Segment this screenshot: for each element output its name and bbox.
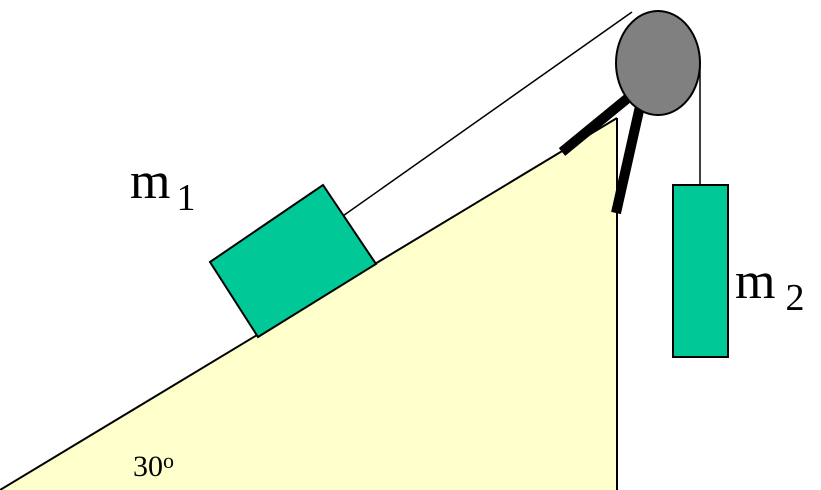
label-m1-subscript: 1 xyxy=(176,177,195,219)
angle-degree: o xyxy=(163,448,174,473)
angle-value: 30 xyxy=(133,450,163,483)
block-m1 xyxy=(208,183,378,339)
label-m2-letter: m xyxy=(735,253,775,310)
string-m1 xyxy=(339,11,633,219)
block-m2 xyxy=(672,184,729,358)
pulley xyxy=(615,10,701,116)
label-m2-subscript: 2 xyxy=(785,277,804,319)
angle-label: 30o xyxy=(133,448,174,483)
label-m1-letter: m xyxy=(130,153,170,210)
